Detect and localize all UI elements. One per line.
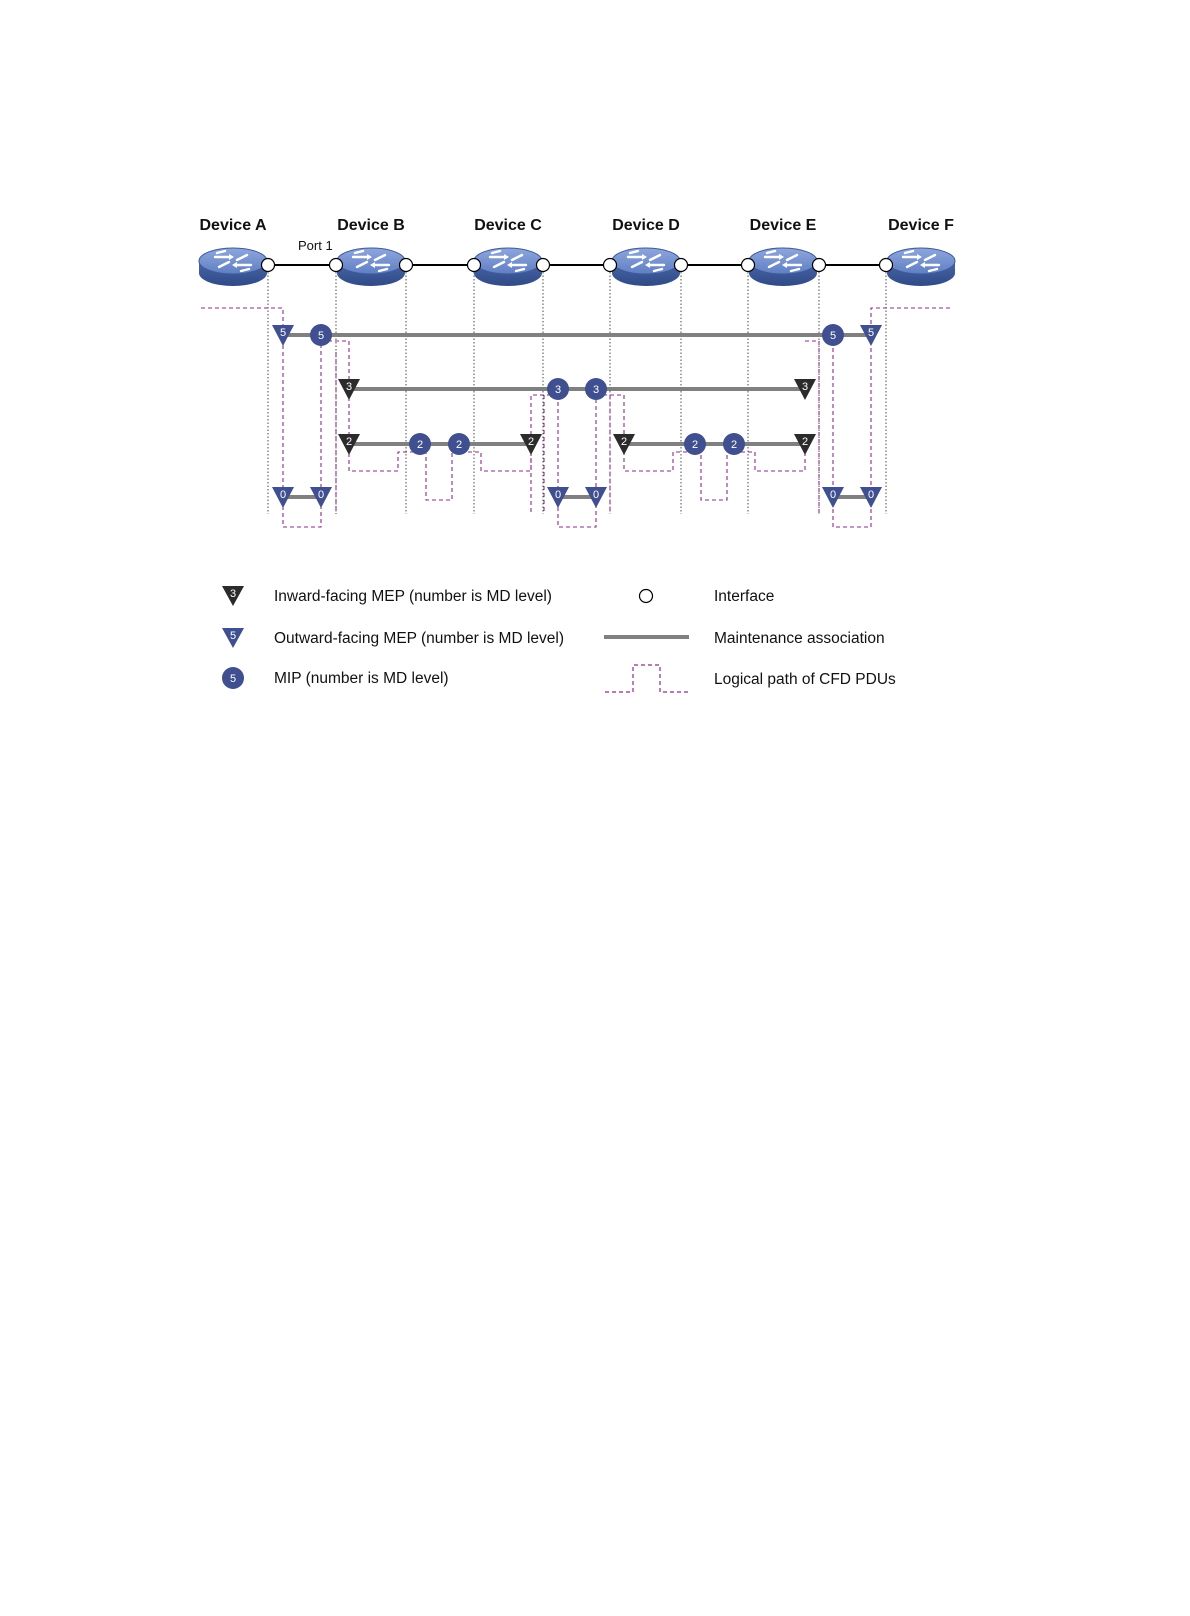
legend-outward-mep-number: 5 xyxy=(230,630,236,642)
md-level-number: 2 xyxy=(346,436,352,448)
router-icon xyxy=(337,248,405,286)
interface-port xyxy=(813,259,826,272)
md-level-number: 3 xyxy=(593,384,599,396)
interface-port xyxy=(880,259,893,272)
cfd-pdu-path xyxy=(201,308,531,527)
interface-port xyxy=(742,259,755,272)
legend-maintenance-association-label: Maintenance association xyxy=(714,630,885,647)
md-level-number: 2 xyxy=(456,439,462,451)
cfd-pdu-path xyxy=(805,341,819,514)
mip-node: 3 xyxy=(547,378,569,400)
interface-port xyxy=(537,259,550,272)
mip-node: 2 xyxy=(409,433,431,455)
md-level-number: 5 xyxy=(280,327,286,339)
md-level-number: 3 xyxy=(802,381,808,393)
legend-logical-path-label: Logical path of CFD PDUs xyxy=(714,671,896,688)
md-level-number: 0 xyxy=(555,489,561,501)
device-c: Device C xyxy=(474,217,542,286)
legend-inward-mep-number: 3 xyxy=(230,588,236,600)
device-e: Device E xyxy=(749,217,817,286)
router-icon xyxy=(612,248,680,286)
device-label: Device C xyxy=(474,217,542,234)
legend-mip-icon: 5 xyxy=(222,667,244,689)
legend-mip-label: MIP (number is MD level) xyxy=(274,670,449,687)
mip-node: 5 xyxy=(822,324,844,346)
md-level-number: 0 xyxy=(593,489,599,501)
legend-inward-mep-icon: 3 xyxy=(222,586,244,606)
md-level-number: 0 xyxy=(868,489,874,501)
mip-node: 5 xyxy=(310,324,332,346)
mip-node: 2 xyxy=(448,433,470,455)
legend-logical-path-icon xyxy=(605,665,688,692)
interface-port xyxy=(604,259,617,272)
device-d: Device D xyxy=(612,217,680,286)
legend-outward-mep-label: Outward-facing MEP (number is MD level) xyxy=(274,630,564,647)
md-level-number: 2 xyxy=(417,439,423,451)
device-a: Device A xyxy=(199,217,267,286)
md-level-number: 2 xyxy=(692,439,698,451)
md-level-number: 3 xyxy=(555,384,561,396)
interface-port xyxy=(400,259,413,272)
device-label: Device F xyxy=(888,217,954,234)
cfd-pdu-path xyxy=(558,395,596,527)
router-icon xyxy=(749,248,817,286)
legend-interface-icon xyxy=(640,590,653,603)
device-label: Device A xyxy=(200,217,267,234)
device-label: Device E xyxy=(750,217,817,234)
router-icon xyxy=(887,248,955,286)
interface-port xyxy=(675,259,688,272)
md-level-number: 0 xyxy=(830,489,836,501)
md-level-number: 5 xyxy=(318,330,324,342)
mip-node: 3 xyxy=(585,378,607,400)
interface-port xyxy=(330,259,343,272)
interface-port xyxy=(468,259,481,272)
interface-port xyxy=(262,259,275,272)
md-level-number: 0 xyxy=(280,489,286,501)
device-b: Device B xyxy=(337,217,405,286)
cfd-pdu-path xyxy=(833,308,953,527)
port-1-label: Port 1 xyxy=(298,238,333,253)
md-level-number: 5 xyxy=(830,330,836,342)
md-level-number: 2 xyxy=(731,439,737,451)
legend-interface-label: Interface xyxy=(714,588,774,605)
mip-node: 2 xyxy=(684,433,706,455)
legend: 3 Inward-facing MEP (number is MD level)… xyxy=(222,586,896,692)
md-level-number: 5 xyxy=(868,327,874,339)
device-label: Device D xyxy=(612,217,680,234)
router-icon xyxy=(474,248,542,286)
mip-node: 2 xyxy=(723,433,745,455)
device-label: Device B xyxy=(337,217,405,234)
md-level-number: 2 xyxy=(802,436,808,448)
legend-mip-number: 5 xyxy=(230,673,236,685)
mep-mip-layer: 5 5 5 5 3 3 3 3 2 2 2 2 2 2 2 2 0 0 0 0 0 0 xyxy=(272,324,882,508)
md-level-number: 3 xyxy=(346,381,352,393)
md-level-number: 0 xyxy=(318,489,324,501)
legend-outward-mep-icon: 5 xyxy=(222,628,244,648)
device-f: Device F xyxy=(887,217,955,286)
md-level-number: 2 xyxy=(528,436,534,448)
interface-guides xyxy=(268,272,886,514)
router-icon xyxy=(199,248,267,286)
legend-inward-mep-label: Inward-facing MEP (number is MD level) xyxy=(274,588,552,605)
md-level-number: 2 xyxy=(621,436,627,448)
maintenance-association-lines xyxy=(283,335,871,497)
